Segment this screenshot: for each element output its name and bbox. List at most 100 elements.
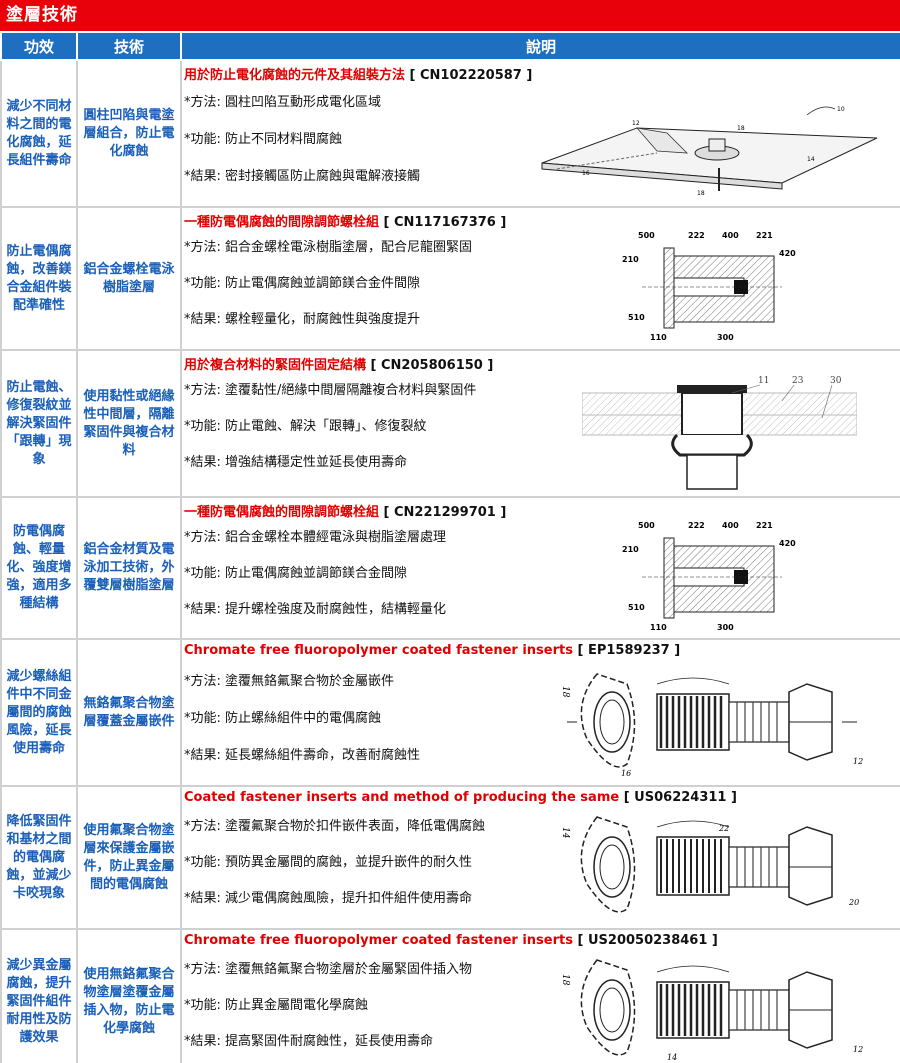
method-text: *方法: 塗覆氟聚合物於扣件嵌件表面，降低電偶腐蝕 bbox=[184, 815, 485, 834]
patent-title-text: Chromate free fluoropolymer coated faste… bbox=[184, 643, 573, 658]
effect-cell: 防止電蝕、修復裂紋並解決緊固件「跟轉」現象 bbox=[1, 350, 77, 497]
patent-title-text: Coated fastener inserts and method of pr… bbox=[184, 790, 619, 805]
table-row: 減少不同材料之間的電化腐蝕，延長組件壽命 圓柱凹陷與電塗層組合，防止電化腐蝕 用… bbox=[1, 60, 900, 207]
technique-cell: 使用黏性或絕緣性中間層，隔離緊固件與複合材料 bbox=[77, 350, 181, 497]
patent-figure-bolt: 500 222 400 221 210 420 510 110 300 bbox=[622, 516, 807, 634]
method-text: *方法: 塗覆黏性/絕緣中間層隔離複合材料與緊固件 bbox=[184, 379, 476, 398]
patent-title-text: 用於複合材料的緊固件固定結構 bbox=[184, 358, 366, 373]
figure-label: 300 bbox=[717, 623, 734, 632]
effect-cell: 防電偶腐蝕、輕量化、強度增強，適用多種結構 bbox=[1, 497, 77, 639]
figure-label: 420 bbox=[779, 539, 796, 548]
patent-number: [ US20050238461 ] bbox=[578, 933, 718, 948]
technique-cell: 圓柱凹陷與電塗層組合，防止電化腐蝕 bbox=[77, 60, 181, 207]
header-technique: 技術 bbox=[77, 32, 181, 60]
figure-label: 12 bbox=[853, 757, 863, 766]
effect-cell: 防止電偶腐蝕，改善鎂合金組件裝配準確性 bbox=[1, 207, 77, 350]
figure-label: 420 bbox=[779, 249, 796, 258]
figure-label: 16 bbox=[582, 170, 590, 177]
figure-label: 510 bbox=[628, 603, 645, 612]
technique-cell: 無鉻氟聚合物塗層覆蓋金屬嵌件 bbox=[77, 639, 181, 786]
figure-label: 221 bbox=[756, 521, 773, 530]
patent-title: Chromate free fluoropolymer coated faste… bbox=[184, 643, 680, 658]
method-text: *方法: 塗覆無鉻氟聚合物於金屬嵌件 bbox=[184, 670, 394, 689]
figure-label: 500 bbox=[638, 231, 655, 240]
effect-cell: 減少不同材料之間的電化腐蝕，延長組件壽命 bbox=[1, 60, 77, 207]
result-text: *結果: 減少電偶腐蝕風險，提升扣件組件使用壽命 bbox=[184, 887, 472, 906]
table-row: 防止電蝕、修復裂紋並解決緊固件「跟轉」現象 使用黏性或絕緣性中間層，隔離緊固件與… bbox=[1, 350, 900, 497]
description-cell: 用於防止電化腐蝕的元件及其組裝方法 [ CN102220587 ] *方法: 圓… bbox=[181, 60, 900, 207]
patent-figure-insert: 14 22 20 bbox=[557, 809, 892, 925]
patent-title-text: 用於防止電化腐蝕的元件及其組裝方法 bbox=[184, 68, 405, 83]
method-text: *方法: 圓柱凹陷互動形成電化區域 bbox=[184, 91, 381, 110]
result-text: *結果: 延長螺絲組件壽命，改善耐腐蝕性 bbox=[184, 744, 420, 763]
figure-label: 14 bbox=[667, 1053, 677, 1062]
result-text: *結果: 密封接觸區防止腐蝕與電解液接觸 bbox=[184, 165, 420, 184]
figure-label: 14 bbox=[560, 827, 570, 839]
figure-label: 510 bbox=[628, 313, 645, 322]
patent-title: 用於複合材料的緊固件固定結構 [ CN205806150 ] bbox=[184, 354, 493, 373]
patent-number: [ CN205806150 ] bbox=[371, 358, 494, 373]
patent-number: [ EP1589237 ] bbox=[578, 643, 681, 658]
patent-number: [ US06224311 ] bbox=[624, 790, 737, 805]
figure-label: 12 bbox=[853, 1045, 863, 1054]
patent-figure-insert: 18 16 12 bbox=[557, 664, 892, 782]
patent-title: 一種防電偶腐蝕的間隙調節螺栓組 [ CN221299701 ] bbox=[184, 501, 506, 520]
figure-label: 400 bbox=[722, 231, 739, 240]
figure-label: 30 bbox=[830, 376, 842, 386]
technique-cell: 使用氟聚合物塗層來保護金屬嵌件，防止異金屬間的電偶腐蝕 bbox=[77, 786, 181, 929]
patent-number: [ CN221299701 ] bbox=[384, 505, 507, 520]
table-row: 減少螺絲組件中不同金屬間的腐蝕風險，延長使用壽命 無鉻氟聚合物塗層覆蓋金屬嵌件 … bbox=[1, 639, 900, 786]
figure-label: 500 bbox=[638, 521, 655, 530]
description-cell: Chromate free fluoropolymer coated faste… bbox=[181, 929, 900, 1063]
table-row: 防電偶腐蝕、輕量化、強度增強，適用多種結構 鋁合金材質及電泳加工技術，外覆雙層樹… bbox=[1, 497, 900, 639]
figure-label: 10 bbox=[837, 106, 845, 113]
table-row: 防止電偶腐蝕，改善鎂合金組件裝配準確性 鋁合金螺栓電泳樹脂塗層 一種防電偶腐蝕的… bbox=[1, 207, 900, 350]
method-text: *方法: 鋁合金螺栓電泳樹脂塗層，配合尼龍圈緊固 bbox=[184, 236, 472, 255]
figure-label: 400 bbox=[722, 521, 739, 530]
technique-cell: 使用無鉻氟聚合物塗層塗覆金屬插入物，防止電化學腐蝕 bbox=[77, 929, 181, 1063]
figure-label: 11 bbox=[758, 376, 769, 386]
technique-cell: 鋁合金螺栓電泳樹脂塗層 bbox=[77, 207, 181, 350]
figure-label: 20 bbox=[848, 898, 859, 907]
description-cell: Chromate free fluoropolymer coated faste… bbox=[181, 639, 900, 786]
figure-label: 222 bbox=[688, 231, 705, 240]
effect-cell: 減少螺絲組件中不同金屬間的腐蝕風險，延長使用壽命 bbox=[1, 639, 77, 786]
figure-label: 210 bbox=[622, 545, 639, 554]
patent-title-text: 一種防電偶腐蝕的間隙調節螺栓組 bbox=[184, 215, 379, 230]
method-text: *方法: 塗覆無鉻氟聚合物塗層於金屬緊固件插入物 bbox=[184, 958, 472, 977]
coating-tech-table: 功效 技術 說明 減少不同材料之間的電化腐蝕，延長組件壽命 圓柱凹陷與電塗層組合… bbox=[0, 31, 900, 1063]
method-text: *方法: 鋁合金螺栓本體經電泳與樹脂塗層處理 bbox=[184, 526, 446, 545]
patent-title: 用於防止電化腐蝕的元件及其組裝方法 [ CN102220587 ] bbox=[184, 64, 532, 83]
header-row: 功效 技術 說明 bbox=[1, 32, 900, 60]
patent-figure-composite: 11 23 30 bbox=[582, 373, 857, 491]
table-row: 減少異金屬腐蝕，提升緊固件組件耐用性及防護效果 使用無鉻氟聚合物塗層塗覆金屬插入… bbox=[1, 929, 900, 1063]
page-title: 塗層技術 bbox=[0, 0, 900, 31]
figure-label: 18 bbox=[737, 125, 745, 132]
table-row: 降低緊固件和基材之間的電偶腐蝕，並減少卡咬現象 使用氟聚合物塗層來保護金屬嵌件，… bbox=[1, 786, 900, 929]
function-text: *功能: 預防異金屬間的腐蝕，並提升嵌件的耐久性 bbox=[184, 851, 472, 870]
patent-number: [ CN102220587 ] bbox=[410, 68, 533, 83]
figure-label: 23 bbox=[792, 376, 804, 386]
figure-label: 210 bbox=[622, 255, 639, 264]
patent-title-text: Chromate free fluoropolymer coated faste… bbox=[184, 933, 573, 948]
description-cell: 一種防電偶腐蝕的間隙調節螺栓組 [ CN117167376 ] *方法: 鋁合金… bbox=[181, 207, 900, 350]
figure-label: 110 bbox=[650, 333, 667, 342]
function-text: *功能: 防止不同材料間腐蝕 bbox=[184, 128, 342, 147]
figure-label: 18 bbox=[697, 190, 705, 197]
figure-label: 14 bbox=[807, 156, 815, 163]
function-text: *功能: 防止螺絲組件中的電偶腐蝕 bbox=[184, 707, 381, 726]
patent-title-text: 一種防電偶腐蝕的間隙調節螺栓組 bbox=[184, 505, 379, 520]
figure-label: 300 bbox=[717, 333, 734, 342]
effect-cell: 減少異金屬腐蝕，提升緊固件組件耐用性及防護效果 bbox=[1, 929, 77, 1063]
result-text: *結果: 螺栓輕量化，耐腐蝕性與強度提升 bbox=[184, 308, 420, 327]
figure-label: 222 bbox=[688, 521, 705, 530]
result-text: *結果: 提高緊固件耐腐蝕性，延長使用壽命 bbox=[184, 1030, 433, 1049]
figure-label: 221 bbox=[756, 231, 773, 240]
function-text: *功能: 防止異金屬間電化學腐蝕 bbox=[184, 994, 368, 1013]
patent-title: 一種防電偶腐蝕的間隙調節螺栓組 [ CN117167376 ] bbox=[184, 211, 506, 230]
header-effect: 功效 bbox=[1, 32, 77, 60]
function-text: *功能: 防止電偶腐蝕並調節鎂合金間隙 bbox=[184, 562, 407, 581]
patent-figure-plate: 12 18 16 14 18 10 bbox=[537, 83, 897, 198]
figure-label: 12 bbox=[632, 120, 640, 127]
